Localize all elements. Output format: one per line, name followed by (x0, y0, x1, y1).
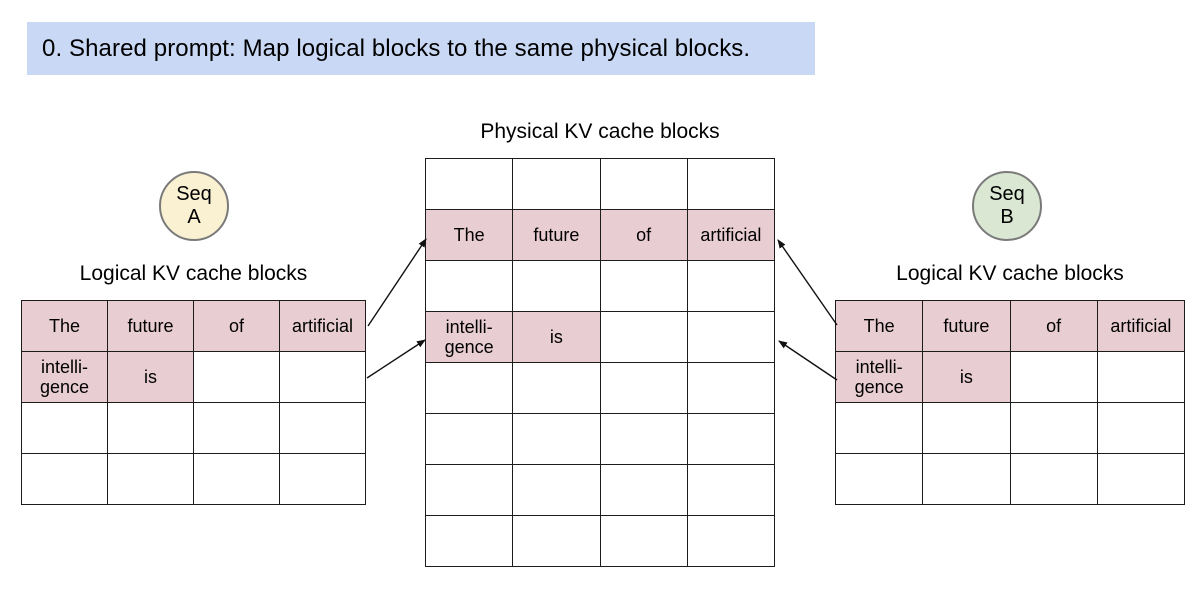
kv-cell-empty (686, 413, 776, 465)
kv-cell-empty (512, 515, 601, 567)
kv-block-row (424, 515, 776, 567)
kv-cell-filled: is (512, 311, 601, 363)
kv-cell-filled: artificial (1096, 300, 1186, 352)
kv-cell-empty (834, 402, 924, 454)
kv-cell-empty (686, 464, 776, 516)
kv-cell-empty (599, 362, 688, 414)
kv-cell-empty (512, 413, 601, 465)
arrow-seq-b-block0 (777, 239, 838, 326)
kv-cell-empty (1096, 453, 1186, 505)
shared-prompt-banner: 0. Shared prompt: Map logical blocks to … (27, 22, 815, 75)
kv-cell-filled: intelli-gence (424, 311, 514, 363)
kv-cell-empty (279, 453, 366, 505)
kv-cell-empty (922, 453, 1011, 505)
kv-cell-filled: The (834, 300, 924, 352)
kv-cell-filled: The (424, 209, 514, 261)
kv-cell-empty (686, 260, 776, 312)
kv-cell-empty (21, 453, 108, 505)
kv-cell-empty (107, 453, 194, 505)
kv-block-row (834, 402, 1186, 454)
kv-cell-empty (193, 453, 280, 505)
kv-cell-empty (512, 260, 601, 312)
kv-cell-empty (279, 351, 366, 403)
kv-block-row (21, 453, 366, 505)
kv-cell-empty (424, 158, 514, 210)
kv-cell-empty (599, 413, 688, 465)
kv-cell-empty (1009, 453, 1098, 505)
kv-cell-empty (424, 362, 514, 414)
kv-block-row (424, 464, 776, 516)
kv-cell-empty (193, 402, 280, 454)
kv-cell-empty (599, 158, 688, 210)
kv-cell-filled: future (107, 300, 194, 352)
kv-cell-filled: is (107, 351, 194, 403)
kv-block-row (834, 453, 1186, 505)
kv-block-row (424, 260, 776, 312)
kv-cell-empty (512, 158, 601, 210)
seq-b-badge-line1: Seq (989, 183, 1025, 205)
kv-cell-empty (686, 515, 776, 567)
kv-cell-empty (922, 402, 1011, 454)
kv-cell-filled: future (512, 209, 601, 261)
seq-b-logical-kv-title: Logical KV cache blocks (896, 262, 1124, 285)
kv-cell-empty (1096, 402, 1186, 454)
kv-cell-empty (1096, 351, 1186, 403)
kv-cell-filled: future (922, 300, 1011, 352)
physical-kv-title: Physical KV cache blocks (480, 120, 720, 143)
kv-cell-filled: of (193, 300, 280, 352)
kv-cell-empty (21, 402, 108, 454)
kv-cell-empty (1009, 351, 1098, 403)
kv-cell-empty (686, 158, 776, 210)
kv-cell-empty (1009, 402, 1098, 454)
kv-cell-filled: artificial (686, 209, 776, 261)
kv-cell-filled: is (922, 351, 1011, 403)
kv-cell-empty (599, 515, 688, 567)
kv-cell-empty (279, 402, 366, 454)
kv-cell-empty (834, 453, 924, 505)
kv-cell-empty (599, 260, 688, 312)
kv-cell-filled: of (1009, 300, 1098, 352)
kv-cell-empty (424, 515, 514, 567)
kv-cell-empty (512, 464, 601, 516)
arrow-seq-b-block1 (778, 340, 838, 381)
kv-cell-empty (599, 311, 688, 363)
kv-block-row (21, 402, 366, 454)
kv-block-row (424, 158, 776, 210)
kv-cell-filled: intelli-gence (21, 351, 108, 403)
arrow-seq-a-block1 (366, 339, 426, 379)
seq-a-logical-kv-title: Logical KV cache blocks (79, 262, 308, 285)
kv-cell-filled: The (21, 300, 108, 352)
kv-cell-empty (599, 464, 688, 516)
shared-prompt-text: 0. Shared prompt: Map logical blocks to … (42, 34, 751, 62)
kv-block-row (424, 362, 776, 414)
kv-cell-filled: intelli-gence (834, 351, 924, 403)
kv-cell-empty (512, 362, 601, 414)
kv-cell-empty (686, 362, 776, 414)
seq-b-badge: Seq B (972, 171, 1042, 241)
kv-cell-empty (424, 260, 514, 312)
kv-cell-empty (193, 351, 280, 403)
kv-cell-empty (686, 311, 776, 363)
seq-a-badge-line2: A (187, 206, 201, 228)
kv-cell-empty (424, 413, 514, 465)
seq-b-badge-line2: B (1000, 206, 1014, 228)
kv-cell-empty (424, 464, 514, 516)
seq-a-badge-line1: Seq (176, 183, 212, 205)
kv-cell-filled: of (599, 209, 688, 261)
kv-block-row (424, 413, 776, 465)
arrow-seq-a-block0 (367, 238, 427, 327)
kv-cell-empty (107, 402, 194, 454)
kv-cell-filled: artificial (279, 300, 366, 352)
seq-a-badge: Seq A (159, 171, 229, 241)
